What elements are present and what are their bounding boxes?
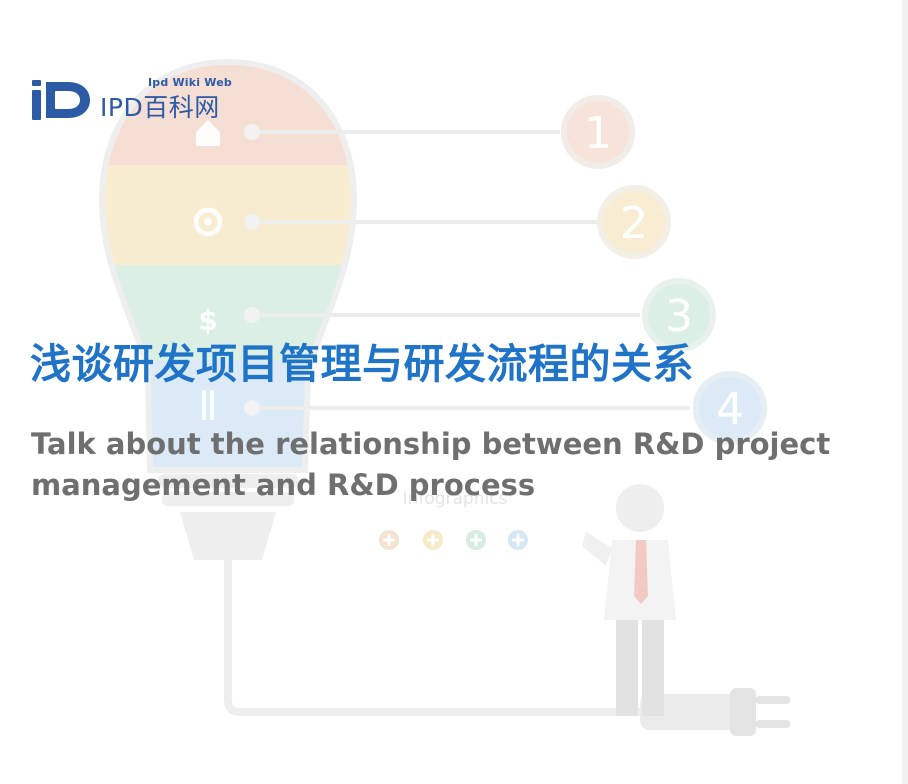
step-number-1: 1 xyxy=(561,95,635,169)
page-title-english: Talk about the relationship between R&D … xyxy=(31,427,831,502)
ipd-logo-icon xyxy=(32,80,90,120)
step-number-2: 2 xyxy=(597,185,671,259)
right-edge-border xyxy=(902,0,908,784)
presenter-leg-right xyxy=(642,620,664,716)
bulb-socket xyxy=(180,512,276,560)
page-title-chinese: 浅谈研发项目管理与研发流程的关系 xyxy=(30,340,694,388)
presenter-figure xyxy=(582,484,676,716)
bulb-base-ring-2 xyxy=(162,492,294,506)
step-number-3: 3 xyxy=(642,278,716,352)
home-icon xyxy=(196,120,220,146)
presenter-leg-left xyxy=(616,620,638,716)
step-connectors xyxy=(244,124,690,416)
logo-tagline: Ipd Wiki Web xyxy=(148,76,232,89)
step-number-4: 4 xyxy=(693,371,767,445)
bulb-base-ring-1 xyxy=(158,474,298,488)
plus-circle-icon xyxy=(508,530,528,550)
plug-head xyxy=(730,688,756,736)
plus-circle-icon xyxy=(466,530,486,550)
power-cord xyxy=(224,560,790,736)
bulb-band-2 xyxy=(102,165,354,265)
dollar-icon: $ xyxy=(198,304,217,337)
svg-text:2: 2 xyxy=(620,198,648,249)
plus-circle-icon xyxy=(423,530,443,550)
svg-text:1: 1 xyxy=(584,108,612,159)
svg-text:4: 4 xyxy=(716,384,744,435)
plus-circle-icon xyxy=(379,530,399,550)
presenter-arm xyxy=(582,532,612,566)
logo: Ipd Wiki Web IPD百科网 xyxy=(30,74,260,130)
presenter-tie xyxy=(634,540,648,604)
svg-text:3: 3 xyxy=(665,291,693,342)
infographic-caption: Infographics xyxy=(403,489,508,509)
plug-prong-bottom xyxy=(756,720,790,728)
bulb-band-3 xyxy=(102,265,354,360)
plug-body xyxy=(640,694,750,730)
logo-name: IPD百科网 xyxy=(100,93,220,122)
gear-icon xyxy=(193,207,223,237)
bulb-filament-icon xyxy=(202,390,214,420)
svg-text:$: $ xyxy=(198,304,217,337)
plug-prong-top xyxy=(756,696,790,704)
presenter-head xyxy=(616,484,664,532)
